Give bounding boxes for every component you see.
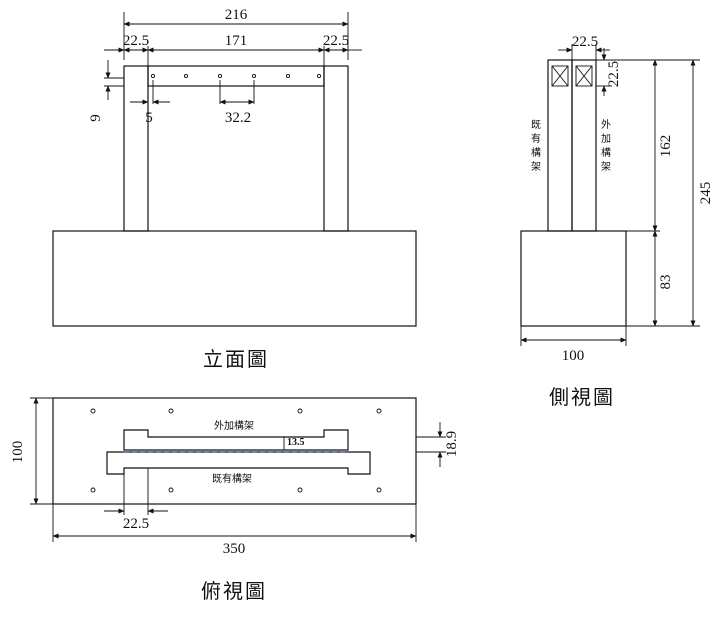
svg-text:外: 外 <box>601 119 611 131</box>
plan-existing-frame <box>106 451 371 475</box>
dim-hole-offset: 5 <box>145 110 153 126</box>
plan-dim-length: 350 <box>223 541 246 557</box>
side-view: 22.5 22.5 既 有 構 架 外 加 構 架 162 83 245 <box>520 34 714 409</box>
svg-text:有: 有 <box>531 132 541 145</box>
side-dim-frame-height: 162 <box>658 135 674 158</box>
side-dim-base-width: 100 <box>562 348 585 364</box>
side-dim-base-height: 83 <box>658 275 674 290</box>
elevation-title: 立面圖 <box>203 347 269 371</box>
plan-dim-offset: 18.9 <box>444 431 460 457</box>
dim-overall-width: 216 <box>225 7 248 23</box>
svg-text:構: 構 <box>601 146 611 159</box>
plan-view: 外加構架 既有構架 13.5 18.9 100 22.5 350 俯視圖 <box>10 397 460 603</box>
plan-dim-depth: 100 <box>10 441 26 464</box>
side-base <box>520 230 627 327</box>
svg-text:架: 架 <box>531 161 541 173</box>
plan-label-added: 外加構架 <box>214 419 254 432</box>
side-top-connection <box>551 65 593 87</box>
elevation-view: 216 22.5 171 22.5 9 5 32.2 立面圖 <box>52 7 417 371</box>
plan-dim-col-width: 22.5 <box>123 516 149 532</box>
side-added-column <box>571 59 597 232</box>
elevation-left-column <box>123 65 149 232</box>
dim-span: 171 <box>225 33 248 49</box>
svg-text:構: 構 <box>531 146 541 159</box>
side-title: 側視圖 <box>549 385 615 409</box>
elevation-top-beam <box>147 65 325 87</box>
side-dim-col-width: 22.5 <box>572 34 598 50</box>
side-dim-top-depth: 22.5 <box>606 61 622 87</box>
dim-hole-spacing: 32.2 <box>225 110 251 126</box>
dim-right-column: 22.5 <box>323 33 349 49</box>
plan-label-existing: 既有構架 <box>212 472 252 485</box>
plan-base <box>52 397 417 505</box>
elevation-base <box>52 230 417 327</box>
plan-dim-gap: 13.5 <box>287 437 305 448</box>
side-dim-total-height: 245 <box>698 182 714 205</box>
svg-text:既: 既 <box>531 119 541 131</box>
side-label-added: 外 加 構 架 <box>601 119 611 173</box>
side-label-existing: 既 有 構 架 <box>531 119 541 173</box>
plan-added-frame <box>123 429 349 451</box>
svg-text:架: 架 <box>601 161 611 173</box>
dim-left-column: 22.5 <box>123 33 149 49</box>
dim-beam-depth: 9 <box>88 114 104 122</box>
plan-bolt-holes <box>90 408 382 493</box>
elevation-bolt-holes <box>150 73 322 79</box>
plan-title: 俯視圖 <box>201 579 267 603</box>
elevation-right-column <box>323 65 349 232</box>
svg-text:加: 加 <box>601 133 611 145</box>
